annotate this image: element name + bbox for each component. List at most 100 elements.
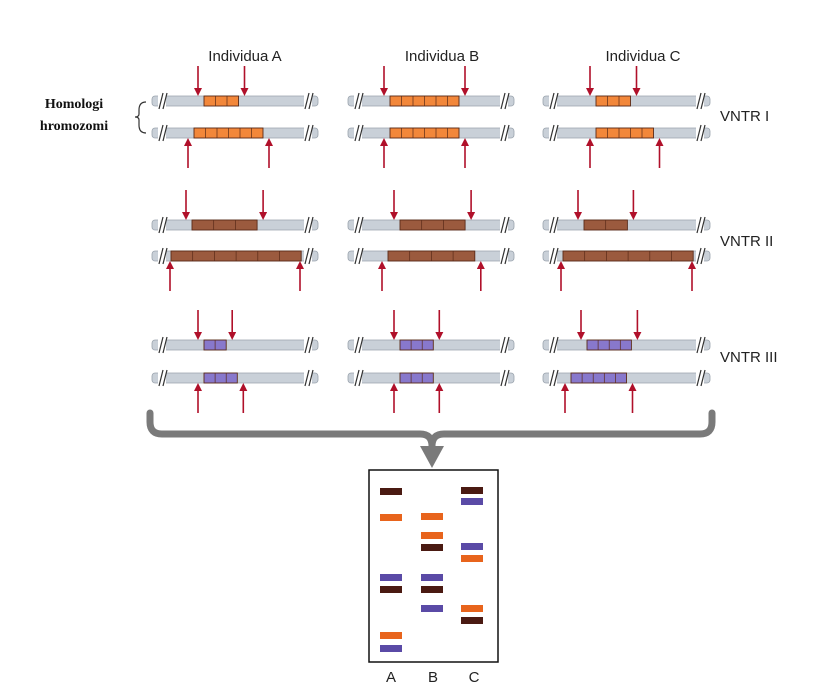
chromosome [542,369,711,387]
homolog-label-line-1: Homologi [45,97,103,112]
vntr-repeat-block [399,372,434,384]
break-mark-icon [500,369,510,387]
break-mark-icon [549,216,559,234]
gel-band [461,605,483,612]
vntr-repeat-block [586,339,632,351]
vntr-repeat-block [387,250,476,262]
gel-band [380,574,402,581]
break-mark-icon [500,92,510,110]
chromosome [151,216,319,234]
gel-band [380,586,402,593]
vntr-repeat-block [389,95,460,107]
break-mark-icon [549,336,559,354]
break-mark-icon [696,336,706,354]
gel-band [461,487,483,494]
chromosome [542,216,711,234]
break-mark-icon [304,369,314,387]
gel-lane-label-a: A [386,669,396,686]
vntr-label-1: VNTR I [720,108,769,125]
break-mark-icon [696,247,706,265]
break-mark-icon [304,336,314,354]
individual-label-b: Individua B [405,48,479,65]
break-mark-icon [158,216,168,234]
gel-band [421,544,443,551]
break-mark-icon [158,247,168,265]
break-mark-icon [304,216,314,234]
break-mark-icon [696,124,706,142]
gel-lane-label-b: B [428,669,438,686]
gel-band [380,514,402,521]
gel-band [380,488,402,495]
chromosome [542,124,711,142]
gel-band [421,605,443,612]
chromosome [151,369,319,387]
vntr-repeat-block [583,219,628,231]
vntr-repeat-block [399,219,466,231]
gel-band [380,645,402,652]
vntr-repeat-block [389,127,460,139]
break-mark-icon [304,247,314,265]
chromosome [542,92,711,110]
chromosome [347,216,515,234]
break-mark-icon [549,247,559,265]
break-mark-icon [158,92,168,110]
break-mark-icon [354,336,364,354]
chromosome-rows [151,92,711,387]
chromosome [151,124,319,142]
gel-lane-label-c: C [469,669,480,686]
break-mark-icon [500,124,510,142]
break-mark-icon [354,247,364,265]
break-mark-icon [696,216,706,234]
chromosome [347,124,515,142]
break-mark-icon [304,92,314,110]
vntr-repeat-block [191,219,258,231]
gel-band [461,498,483,505]
break-mark-icon [158,369,168,387]
break-mark-icon [696,369,706,387]
chromosome [347,92,515,110]
individual-label-a: Individua A [208,48,281,65]
break-mark-icon [354,124,364,142]
break-mark-icon [354,92,364,110]
vntr-repeat-block [595,95,631,107]
break-mark-icon [158,336,168,354]
gel-band [380,632,402,639]
gel-band [421,532,443,539]
gel-band [421,586,443,593]
vntr-repeat-block [203,339,227,351]
chromosome [347,247,515,265]
merge-bracket [146,409,716,450]
vntr-repeat-block [570,372,627,384]
chromosome [347,336,515,354]
break-mark-icon [549,124,559,142]
gel-band [421,513,443,520]
homolog-label-line-2: hromozomi [40,119,108,134]
break-mark-icon [549,92,559,110]
vntr-repeat-block [562,250,694,262]
restriction-site-arrows [166,66,696,413]
break-mark-icon [696,92,706,110]
individual-label-c: Individua C [605,48,680,65]
vntr-label-2: VNTR II [720,233,773,250]
vntr-repeat-block [203,95,239,107]
gel-band [461,543,483,550]
chromosome [542,336,711,354]
break-mark-icon [354,369,364,387]
homolog-brace-icon [134,101,147,134]
vntr-repeat-block [193,127,264,139]
break-mark-icon [500,247,510,265]
gel-bands [380,487,483,652]
gel-band [461,555,483,562]
chromosome [151,92,319,110]
vntr-repeat-block [595,127,654,139]
vntr-repeat-block [203,372,238,384]
gel-band [421,574,443,581]
gel-band [461,617,483,624]
break-mark-icon [500,216,510,234]
chromosome [151,247,319,265]
vntr-label-3: VNTR III [720,349,778,366]
down-arrow-icon [420,446,444,468]
chromosome [347,369,515,387]
chromosome [151,336,319,354]
break-mark-icon [354,216,364,234]
